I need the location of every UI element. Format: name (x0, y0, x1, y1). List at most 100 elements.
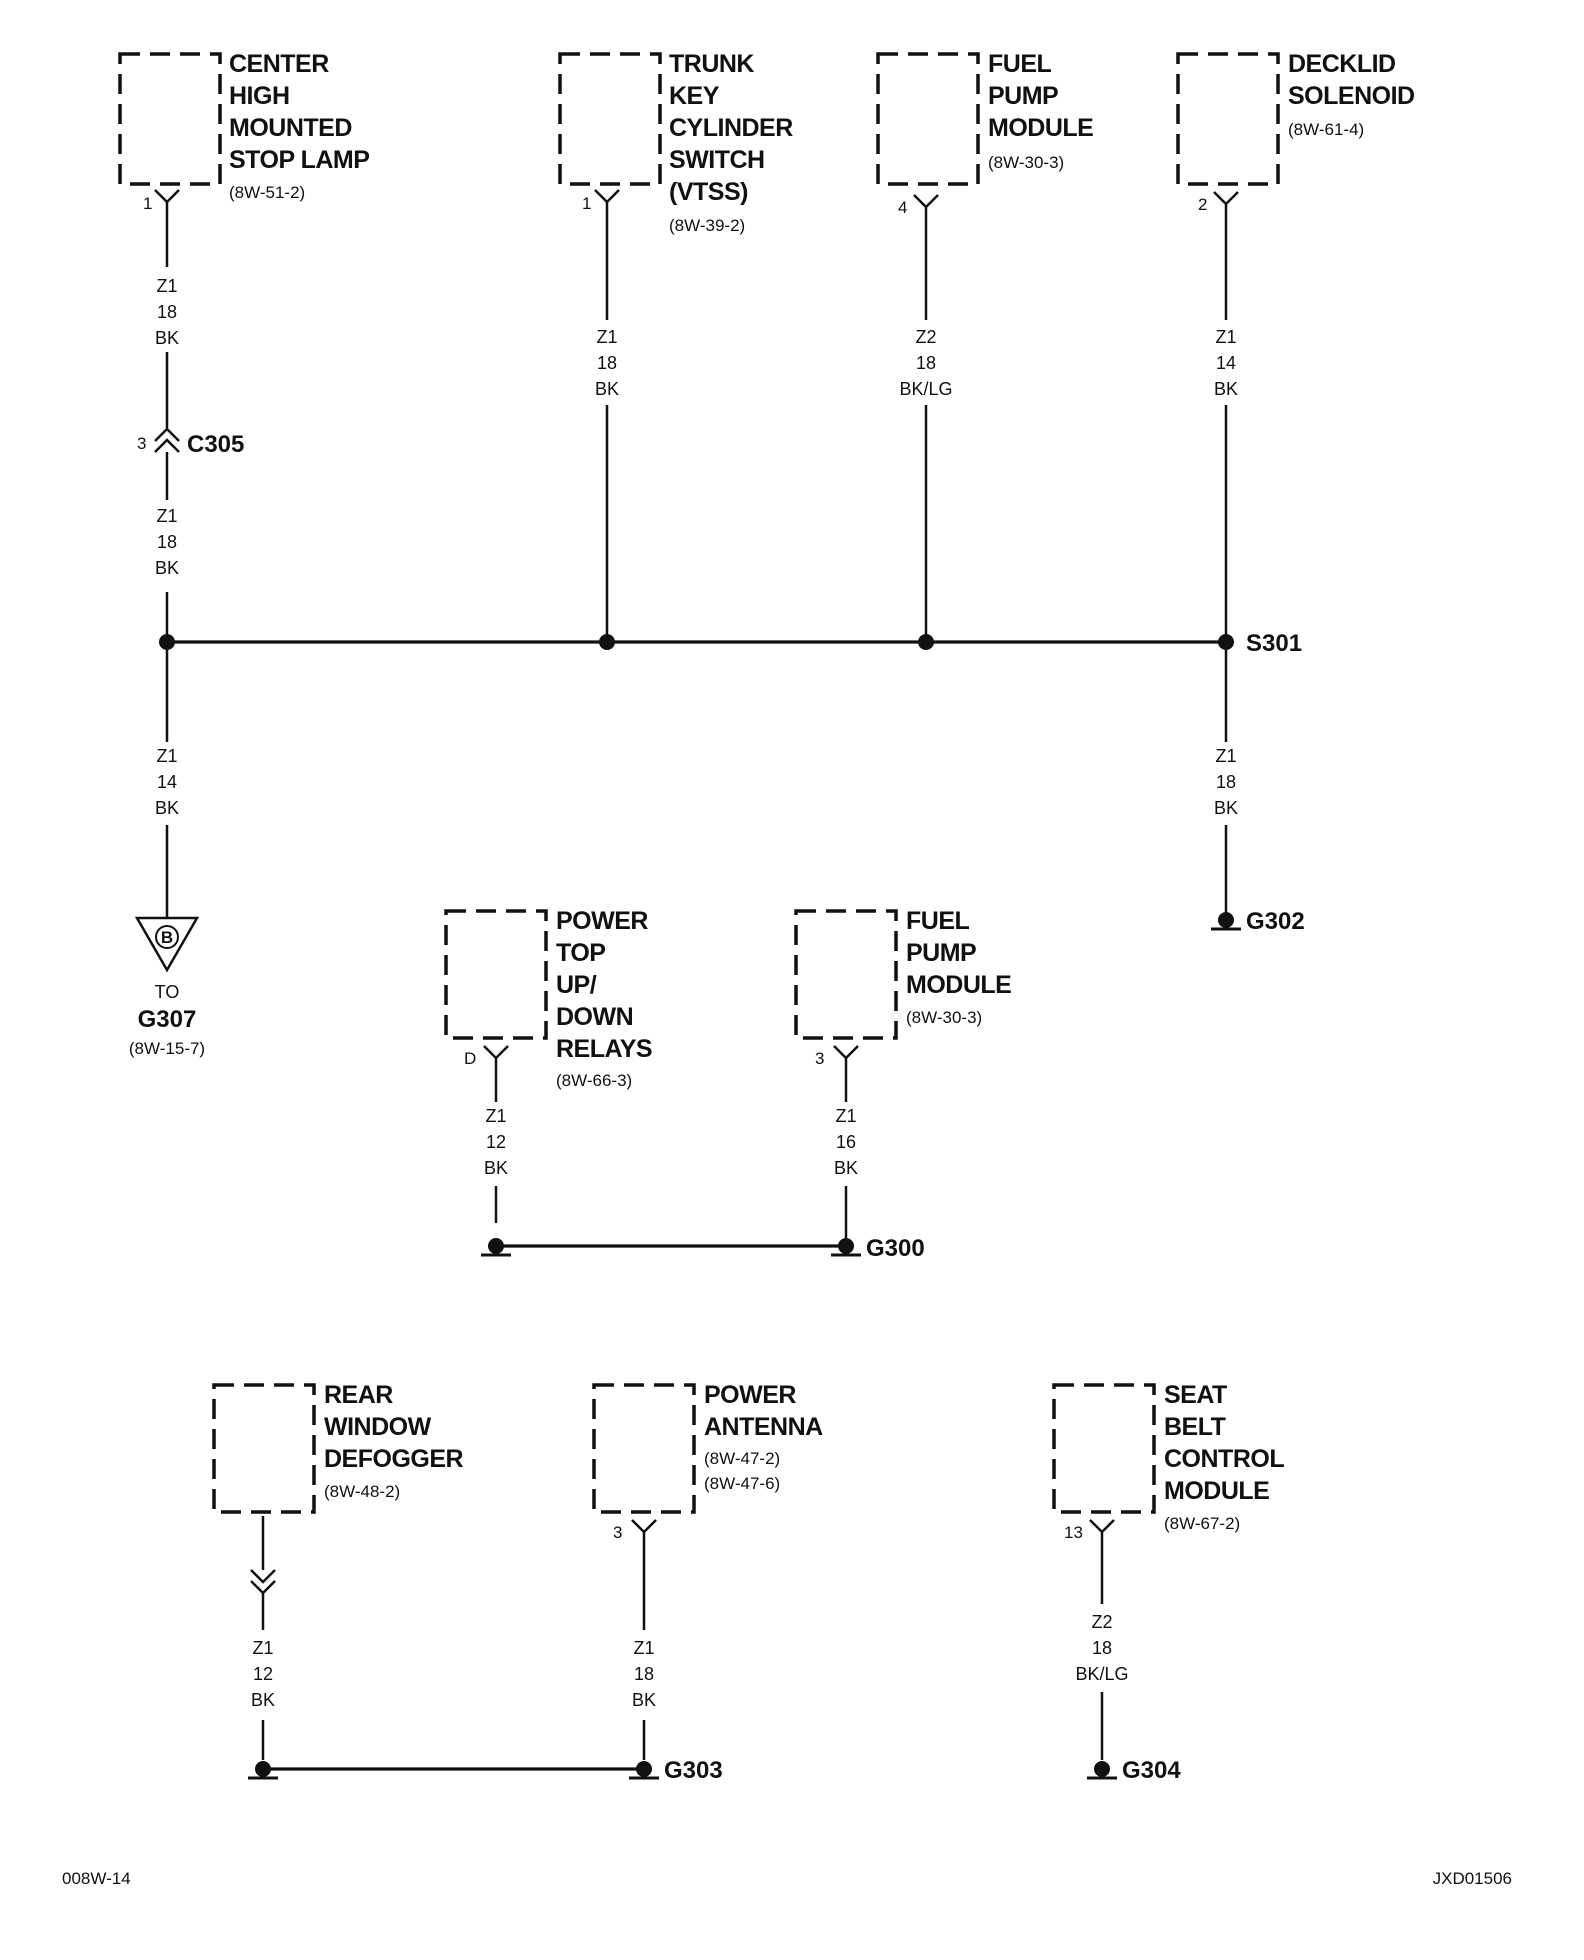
component-name-line: CONTROL (1164, 1445, 1284, 1473)
component-name-line: MODULE (1164, 1477, 1269, 1505)
wire-label: Z1 (252, 1638, 273, 1658)
pin-number: D (464, 1049, 476, 1068)
splice-s301[interactable]: S301 (159, 630, 1302, 657)
component-name-line: KEY (669, 82, 720, 110)
component-power-antenna[interactable]: POWER ANTENNA (8W-47-2) (8W-47-6) 3 (592, 1381, 824, 1543)
wire-label: BK/LG (899, 379, 952, 399)
wire-label: BK (595, 379, 619, 399)
ground-g303[interactable]: G303 (248, 1757, 723, 1784)
offpage-circle (155, 925, 179, 949)
component-ref: (8W-47-6) (704, 1474, 780, 1493)
connector-pin-symbol (631, 1519, 657, 1543)
component-power-top-relays[interactable]: POWER TOP UP/ DOWN RELAYS (8W-66-3) D (444, 907, 653, 1090)
ground-symbol (636, 1761, 652, 1777)
wire-label: Z1 (156, 506, 177, 526)
wire-label: BK (484, 1158, 508, 1178)
component-name-line: TRUNK (669, 50, 754, 78)
wire-label: Z1 (485, 1106, 506, 1126)
component-name-line: POWER (704, 1381, 796, 1409)
component-name-line: SEAT (1164, 1381, 1227, 1409)
connector-c305[interactable]: 3 C305 (137, 427, 244, 458)
splice-node (918, 634, 934, 650)
connector-pin: 3 (137, 434, 146, 453)
component-name-line: MODULE (906, 971, 1011, 999)
component-center-high-mounted-stop-lamp[interactable]: CENTER HIGH MOUNTED STOP LAMP (8W-51-2) … (118, 50, 370, 213)
wire-label: Z1 (156, 746, 177, 766)
ground-g304[interactable]: G304 (1087, 1757, 1181, 1784)
component-ref: (8W-30-3) (906, 1008, 982, 1027)
connector-symbol (154, 427, 180, 453)
offpage-ref: (8W-15-7) (129, 1039, 205, 1058)
wire-label: 18 (916, 353, 936, 373)
ground-label: G300 (866, 1235, 925, 1262)
component-name-line: CYLINDER (669, 114, 793, 142)
component-ref: (8W-51-2) (229, 183, 305, 202)
wire-label: BK (155, 798, 179, 818)
component-name-line: REAR (324, 1381, 393, 1409)
wire-label: BK (1214, 798, 1238, 818)
pin-number: 2 (1198, 195, 1207, 214)
ground-label: G303 (664, 1757, 723, 1784)
component-name-line: SOLENOID (1288, 82, 1415, 110)
ground-label: G302 (1246, 908, 1305, 935)
component-ref: (8W-66-3) (556, 1071, 632, 1090)
wire-label: 18 (1216, 772, 1236, 792)
component-name-line: MOUNTED (229, 114, 352, 142)
wire-label: Z1 (156, 276, 177, 296)
component-ref: (8W-48-2) (324, 1482, 400, 1501)
splice-node (599, 634, 615, 650)
connector-pin-symbol (833, 1045, 859, 1069)
wire-label: Z1 (835, 1106, 856, 1126)
wire-label: BK (1214, 379, 1238, 399)
component-name-line: HIGH (229, 82, 290, 110)
offpage-ground: G307 (138, 1006, 197, 1033)
wire-label: 14 (157, 772, 177, 792)
component-decklid-solenoid[interactable]: DECKLID SOLENOID (8W-61-4) 2 (1176, 50, 1415, 215)
connector-pin-symbol (1213, 191, 1239, 215)
wire-label: BK (155, 558, 179, 578)
ground-g300[interactable]: G300 (481, 1235, 925, 1262)
offpage-to: TO (155, 982, 180, 1002)
wire-label: Z1 (1215, 327, 1236, 347)
wire-label: 12 (253, 1664, 273, 1684)
component-seat-belt-control-module[interactable]: SEAT BELT CONTROL MODULE (8W-67-2) 13 (1052, 1381, 1285, 1543)
ground-symbol (1094, 1761, 1110, 1777)
component-name-line: RELAYS (556, 1035, 652, 1063)
offpage-connector-g307[interactable]: B TO G307 (8W-15-7) (129, 916, 205, 1058)
component-name-line: FUEL (906, 907, 970, 935)
pin-number: 3 (613, 1523, 622, 1542)
footer-page-code: 008W-14 (62, 1869, 131, 1888)
component-name-line: DECKLID (1288, 50, 1396, 78)
component-name-line: WINDOW (324, 1413, 432, 1441)
component-name-line: UP/ (556, 971, 597, 999)
splice-node (159, 634, 175, 650)
component-fuel-pump-module-2[interactable]: FUEL PUMP MODULE (8W-30-3) 3 (794, 907, 1012, 1069)
wire-label: 12 (486, 1132, 506, 1152)
wire-label: BK (155, 328, 179, 348)
component-rear-window-defogger[interactable]: REAR WINDOW DEFOGGER (8W-48-2) (212, 1381, 464, 1514)
component-trunk-key-cylinder-switch[interactable]: TRUNK KEY CYLINDER SWITCH (VTSS) (8W-39-… (558, 50, 794, 235)
connector-pin-symbol (154, 189, 180, 213)
wire-label: Z1 (596, 327, 617, 347)
wire-label: 18 (634, 1664, 654, 1684)
offpage-letter: B (161, 928, 173, 947)
component-ref: (8W-30-3) (988, 153, 1064, 172)
component-name-line: TOP (556, 939, 605, 967)
ground-g302[interactable]: G302 (1211, 908, 1305, 935)
component-name-line: FUEL (988, 50, 1052, 78)
connector-pin-symbol (913, 194, 939, 218)
wire-label: Z1 (633, 1638, 654, 1658)
footer-figure-code: JXD01506 (1433, 1869, 1512, 1888)
wire-label: 18 (157, 532, 177, 552)
connector-pin-symbol (483, 1045, 509, 1069)
component-fuel-pump-module[interactable]: FUEL PUMP MODULE (8W-30-3) 4 (876, 50, 1094, 218)
offpage-triangle (134, 916, 200, 973)
ground-symbol (255, 1761, 271, 1777)
wire-label: 18 (157, 302, 177, 322)
splice-node (1218, 634, 1234, 650)
ground-symbol (488, 1238, 504, 1254)
wire-label: 18 (1092, 1638, 1112, 1658)
ground-label: G304 (1122, 1757, 1181, 1784)
component-name-line: ANTENNA (704, 1413, 823, 1441)
